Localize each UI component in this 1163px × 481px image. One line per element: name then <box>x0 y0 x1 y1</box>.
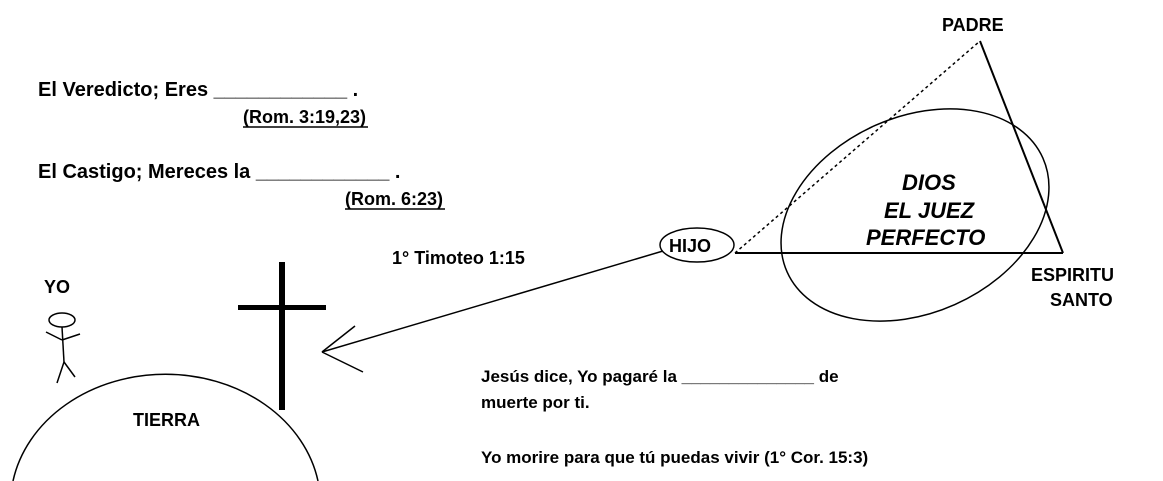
stick-figure-right-arm <box>61 333 81 341</box>
timoteo-reference: 1° Timoteo 1:15 <box>392 248 525 268</box>
stick-figure-left-arm <box>45 331 63 341</box>
hijo-circle <box>659 227 735 263</box>
stick-figure-body <box>61 326 65 363</box>
stick-figure-right-leg <box>63 361 76 378</box>
stick-figure-left-leg <box>56 361 65 384</box>
cross-horizontal-beam <box>238 305 326 310</box>
castigo-label: El Castigo; Mereces la ____________ . <box>38 161 400 183</box>
arrow-head-lower <box>321 351 364 373</box>
earth-arc <box>12 373 319 481</box>
veredicto-label: El Veredicto; Eres ____________ . <box>38 79 358 101</box>
jesus-line-2: muerte por ti. <box>481 393 590 412</box>
jesus-line-1: Jesús dice, Yo pagaré la ______________ … <box>481 367 839 386</box>
arrow-hijo-to-cross <box>321 250 664 373</box>
stick-figure-icon <box>45 312 81 384</box>
cross-icon <box>238 262 326 410</box>
trinity-figure <box>734 40 1064 322</box>
dios-ellipse <box>780 108 1050 322</box>
hijo-label: HIJO <box>669 236 711 256</box>
espiritu-line-2: SANTO <box>1050 290 1113 310</box>
padre-label: PADRE <box>942 15 1004 35</box>
dios-line-2: EL JUEZ <box>884 198 976 223</box>
espiritu-line-1: ESPIRITU <box>1031 265 1114 285</box>
castigo-reference: (Rom. 6:23) <box>345 189 443 209</box>
arrow-head-upper <box>321 325 356 353</box>
arrow-shaft <box>321 250 664 353</box>
cross-vertical-beam <box>279 262 285 410</box>
stick-figure-head <box>48 312 76 328</box>
dios-line-1: DIOS <box>902 170 956 195</box>
jesus-line-3: Yo morire para que tú puedas vivir (1° C… <box>481 448 868 467</box>
tierra-label: TIERRA <box>133 410 200 430</box>
dios-line-3: PERFECTO <box>866 225 985 250</box>
veredicto-reference: (Rom. 3:19,23) <box>243 107 366 127</box>
triangle-right-side <box>979 40 1064 254</box>
yo-label: YO <box>44 277 70 297</box>
